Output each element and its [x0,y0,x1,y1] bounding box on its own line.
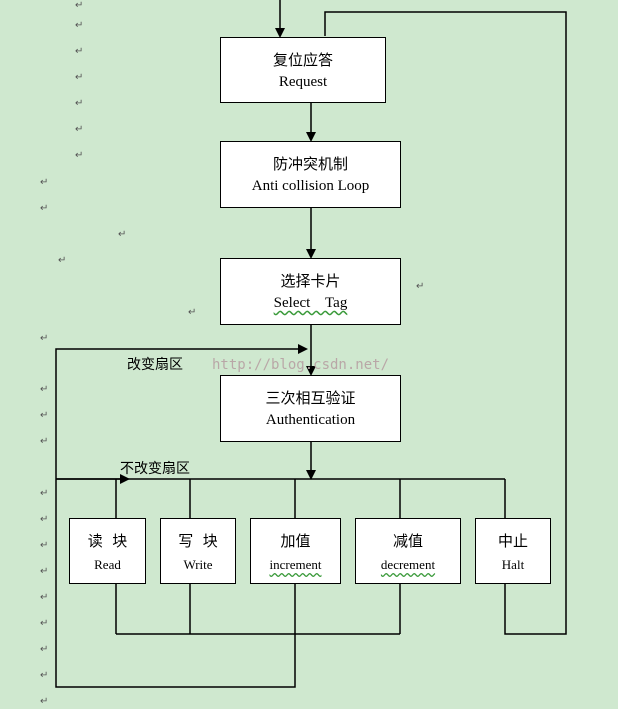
paragraph-mark: ↵ [40,384,49,395]
node-decrement: 减值 decrement [355,518,461,584]
node-halt-cn: 中止 [497,532,528,550]
paragraph-mark: ↵ [75,98,84,109]
paragraph-mark: ↵ [40,488,49,499]
paragraph-mark: ↵ [40,566,49,577]
node-anticollision: 防冲突机制 Anti collision Loop [220,141,401,208]
paragraph-mark: ↵ [416,281,425,292]
watermark-text: http://blog.csdn.net/ [212,357,390,373]
paragraph-mark: ↵ [40,670,49,681]
node-read-cn: 读 块 [87,532,128,550]
node-decrement-cn: 减值 [392,532,423,550]
paragraph-mark: ↵ [75,20,84,31]
paragraph-mark: ↵ [58,255,67,266]
paragraph-mark: ↵ [40,203,49,214]
node-request-cn: 复位应答 [272,51,333,69]
paragraph-mark: ↵ [40,436,49,447]
node-request: 复位应答 Request [220,37,386,103]
node-anticollision-en: Anti collision Loop [251,178,370,194]
node-halt-en: Halt [501,557,525,572]
change-sector-loop [55,344,308,688]
node-select-tag: 选择卡片 Select Tag [220,258,401,325]
node-authentication-cn: 三次相互验证 [265,389,356,407]
halt-loop [324,11,567,635]
node-write-cn: 写 块 [178,532,218,550]
node-authentication: 三次相互验证 Authentication [220,375,401,442]
node-anticollision-cn: 防冲突机制 [272,155,348,173]
node-increment-cn: 加值 [280,532,311,550]
paragraph-mark: ↵ [75,124,84,135]
paragraph-mark: ↵ [118,229,127,240]
paragraph-mark: ↵ [40,592,49,603]
paragraph-mark: ↵ [40,410,49,421]
paragraph-mark: ↵ [40,177,49,188]
node-select-tag-cn: 选择卡片 [280,272,341,290]
label-no-change-sector: 不改变扇区 [120,461,190,477]
node-request-en: Request [278,74,328,90]
paragraph-mark: ↵ [40,644,49,655]
node-halt: 中止 Halt [475,518,551,584]
paragraph-mark: ↵ [75,0,84,11]
paragraph-mark: ↵ [75,72,84,83]
paragraph-mark: ↵ [40,618,49,629]
node-write-en: Write [183,557,213,572]
node-write: 写 块 Write [160,518,236,584]
paragraph-mark: ↵ [75,150,84,161]
node-select-tag-en: Select Tag [273,295,348,311]
paragraph-mark: ↵ [40,696,49,707]
label-change-sector: 改变扇区 [127,357,183,373]
paragraph-mark: ↵ [40,514,49,525]
node-read: 读 块 Read [69,518,146,584]
paragraph-mark: ↵ [75,46,84,57]
paragraph-mark: ↵ [188,307,197,318]
node-read-en: Read [94,557,121,572]
paragraph-mark: ↵ [40,540,49,551]
node-increment: 加值 increment [250,518,341,584]
node-authentication-en: Authentication [265,412,356,428]
node-decrement-en: decrement [380,557,436,572]
paragraph-mark: ↵ [40,333,49,344]
node-increment-en: increment [269,557,322,572]
